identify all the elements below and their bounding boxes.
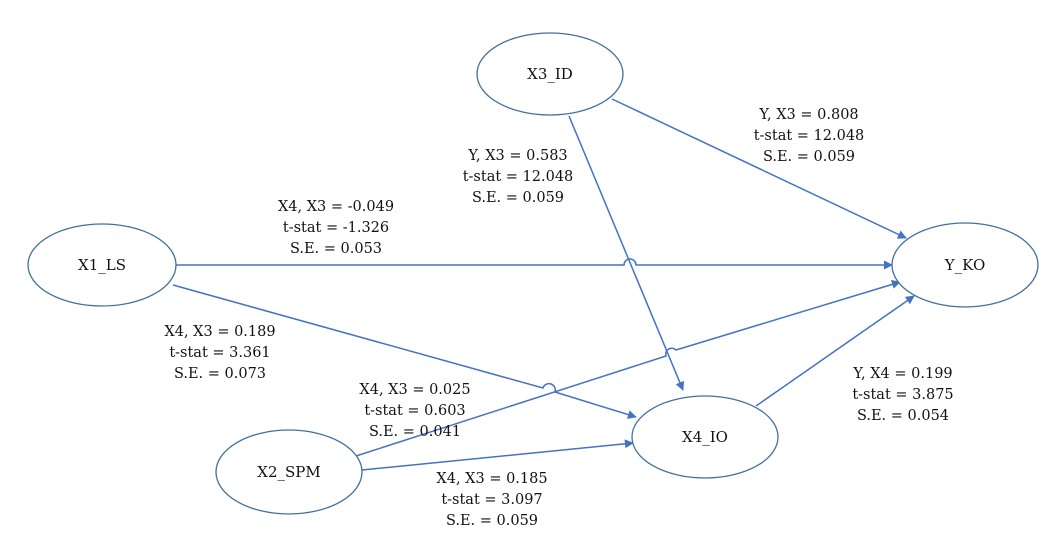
edge-x1-x4-tstat: t-stat = 3.361 xyxy=(169,345,270,361)
edge-x1-y-tstat: t-stat = -1.326 xyxy=(283,220,389,236)
node-y-ko: Y_KO xyxy=(891,222,1039,308)
edge-x3-y-coef: Y, X3 = 0.808 xyxy=(758,107,858,123)
node-y-label: Y_KO xyxy=(944,256,986,274)
edge-x4-y-coef: Y, X4 = 0.199 xyxy=(852,366,952,382)
edge-x3-to-y xyxy=(611,98,907,239)
edge-x4-y-se: S.E. = 0.054 xyxy=(857,408,949,424)
edge-x2-to-y xyxy=(355,280,901,457)
edge-x3-to-x4 xyxy=(568,115,685,391)
edge-x3-y-se: S.E. = 0.059 xyxy=(763,149,855,165)
edge-x1-y-se: S.E. = 0.053 xyxy=(290,241,382,257)
node-x4-io: X4_IO xyxy=(631,395,779,479)
edge-x1-x4-se: S.E. = 0.073 xyxy=(174,366,266,382)
edge-x2-x4-tstat: t-stat = 3.097 xyxy=(441,492,542,508)
node-x2-spm: X2_SPM xyxy=(215,429,363,515)
edge-label-x3-x4: Y, X3 = 0.583 t-stat = 12.048 S.E. = 0.0… xyxy=(463,148,574,206)
node-x4-label: X4_IO xyxy=(682,428,728,446)
edge-x3-x4-tstat: t-stat = 12.048 xyxy=(463,169,574,185)
edge-label-x4-y: Y, X4 = 0.199 t-stat = 3.875 S.E. = 0.05… xyxy=(852,366,953,424)
node-x1-ls: X1_LS xyxy=(27,223,177,307)
edge-x2-x4-se: S.E. = 0.059 xyxy=(446,513,538,529)
edge-x3-x4-coef: Y, X3 = 0.583 xyxy=(467,148,567,164)
edge-x2-to-x4 xyxy=(361,439,634,471)
edge-x4-to-y xyxy=(755,295,915,407)
edge-x3-x4-se: S.E. = 0.059 xyxy=(472,190,564,206)
edge-label-x2-y: X4, X3 = 0.025 t-stat = 0.603 S.E. = 0.0… xyxy=(359,382,470,440)
edge-x3-y-tstat: t-stat = 12.048 xyxy=(754,128,865,144)
edge-x4-y-tstat: t-stat = 3.875 xyxy=(852,387,953,403)
edge-label-x3-y: Y, X3 = 0.808 t-stat = 12.048 S.E. = 0.0… xyxy=(754,107,865,165)
edge-x2-y-coef: X4, X3 = 0.025 xyxy=(359,382,470,398)
edge-x2-y-tstat: t-stat = 0.603 xyxy=(364,403,465,419)
edge-x2-x4-coef: X4, X3 = 0.185 xyxy=(436,471,547,487)
edge-x1-x4-coef: X4, X3 = 0.189 xyxy=(164,324,275,340)
edge-x1-y-coef: X4, X3 = -0.049 xyxy=(278,199,394,215)
edge-x1-to-y xyxy=(176,258,893,270)
edge-label-x2-x4: X4, X3 = 0.185 t-stat = 3.097 S.E. = 0.0… xyxy=(436,471,547,529)
edge-x2-y-se: S.E. = 0.041 xyxy=(369,424,461,440)
edge-label-x1-x4: X4, X3 = 0.189 t-stat = 3.361 S.E. = 0.0… xyxy=(164,324,275,382)
edge-label-x1-y: X4, X3 = -0.049 t-stat = -1.326 S.E. = 0… xyxy=(278,199,394,257)
node-x1-label: X1_LS xyxy=(78,256,126,274)
node-x3-label: X3_ID xyxy=(527,65,573,83)
node-x2-label: X2_SPM xyxy=(257,463,320,481)
node-x3-id: X3_ID xyxy=(476,32,624,116)
